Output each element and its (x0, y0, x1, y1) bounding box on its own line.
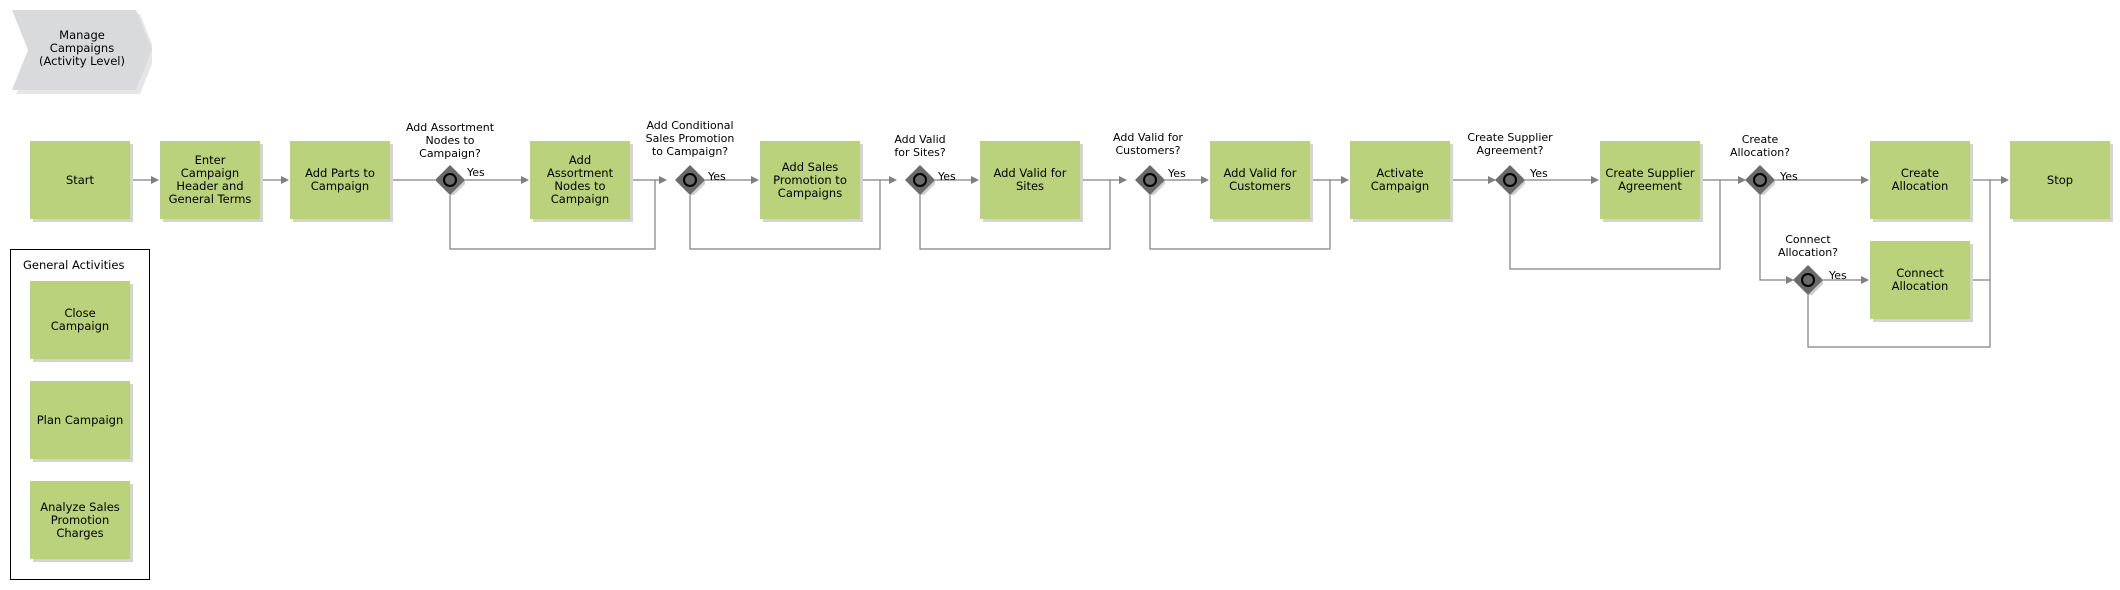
task-label: Campaign (310, 179, 370, 193)
gateway-question-line: Customers? (1115, 144, 1181, 157)
gateway-question-label: Connect Allocation? (1763, 233, 1853, 259)
gateway-diamond-icon[interactable] (905, 165, 935, 195)
gateway-diamond-icon[interactable] (435, 165, 465, 195)
edge-gw4-no (1149, 180, 1331, 250)
task-label: Add Valid for (993, 166, 1067, 180)
gateway-question-line: Agreement? (1476, 144, 1544, 157)
gateway-question-label: Add Valid for Customers? (1098, 131, 1198, 157)
task-add-assortment[interactable]: Add Assortment Nodes to Campaign (530, 141, 630, 219)
gateway-question-line: Nodes to (425, 134, 475, 147)
gateway-diamond-icon[interactable] (1745, 165, 1775, 195)
task-label: Promotion to (773, 172, 847, 187)
gateway-question-line: Add Conditional (646, 119, 734, 132)
task-create-allocation[interactable]: Create Allocation (1870, 141, 1970, 219)
task-connect-allocation[interactable]: Connect Allocation (1870, 241, 1970, 319)
task-analyze-sales-promotion-charges[interactable]: Analyze Sales Promotion Charges (30, 481, 130, 559)
gateway-question-line: Create (1741, 133, 1779, 146)
gateway-diamond-icon[interactable] (1793, 265, 1823, 295)
task-label: Stop (2046, 172, 2074, 187)
yes-label: Yes (1530, 167, 1548, 180)
yes-label: Yes (1780, 170, 1798, 183)
task-label: Add Sales (781, 159, 839, 174)
task-label: Enter Campaign (180, 153, 240, 180)
task-stop[interactable]: Stop (2010, 141, 2110, 219)
gateway-diamond-icon[interactable] (1495, 165, 1525, 195)
task-add-valid-sites[interactable]: Add Valid for Sites (980, 141, 1080, 219)
gateway-question-line: Add Valid (894, 133, 946, 146)
task-label: Add Assortment (546, 153, 614, 180)
process-title-line: Manage (59, 28, 105, 42)
task-label: Nodes to (554, 179, 606, 193)
task-add-valid-customers[interactable]: Add Valid for Customers (1210, 141, 1310, 219)
gateway-question-line: Add Valid for (1113, 131, 1183, 144)
gateway-question-line: to Campaign? (651, 145, 729, 158)
task-activate-campaign[interactable]: Activate Campaign (1350, 141, 1450, 219)
task-label: Campaigns (777, 185, 843, 200)
yes-label: Yes (1168, 167, 1186, 180)
task-add-parts[interactable]: Add Parts to Campaign (290, 141, 390, 219)
task-label: Header and (176, 179, 244, 193)
task-label: Allocation (1891, 279, 1949, 293)
task-label: Promotion (50, 512, 110, 527)
gateway-question-label: Add Conditional Sales Promotion to Campa… (635, 119, 745, 158)
edge-gw2-no (689, 180, 881, 250)
task-label: Add Valid for (1223, 166, 1297, 180)
gateway-question-line: Campaign? (419, 147, 481, 160)
task-label: Customers (1229, 179, 1291, 193)
task-label: Campaign (1370, 179, 1430, 193)
task-label: Connect (1896, 266, 1944, 280)
task-label: Create (1900, 166, 1940, 180)
gateway-question-label: Create Supplier Agreement? (1455, 131, 1565, 157)
gateway-diamond-icon[interactable] (1135, 165, 1165, 195)
edge-gw1-no (449, 180, 656, 250)
process-title-line: Campaigns (49, 41, 115, 55)
gateway-question-label: Add Valid for Sites? (870, 133, 970, 159)
process-title-line: (Activity Level) (39, 54, 125, 68)
task-add-sales-promotion[interactable]: Add Sales Promotion to Campaigns (760, 141, 860, 219)
gateway-question-line: Allocation? (1729, 146, 1791, 159)
task-label: Charges (56, 525, 104, 540)
task-label: Sites (1015, 179, 1045, 193)
edge-gw5-no (1509, 180, 1721, 270)
yes-label: Yes (467, 166, 485, 179)
task-label: Start (65, 172, 95, 187)
task-plan-campaign[interactable]: Plan Campaign (30, 381, 130, 459)
edge-gw3-no (919, 180, 1111, 250)
task-label: General Terms (168, 192, 252, 206)
task-label: Activate (1376, 166, 1424, 180)
gateway-question-label: Create Allocation? (1715, 133, 1805, 159)
task-label: Allocation (1891, 179, 1949, 193)
task-label: Plan Campaign (36, 412, 124, 427)
task-label: Agreement (1618, 179, 1682, 193)
process-title: Manage Campaigns (Activity Level) (32, 29, 132, 68)
gateway-question-line: Add Assortment (405, 121, 495, 134)
gateway-question-line: for Sites? (894, 146, 946, 159)
yes-label: Yes (938, 170, 956, 183)
process-header: Manage Campaigns (Activity Level) (12, 10, 152, 94)
yes-label: Yes (1829, 269, 1847, 282)
gateway-question-line: Allocation? (1777, 246, 1839, 259)
gateway-question-label: Add Assortment Nodes to Campaign? (400, 121, 500, 160)
general-activities-title: General Activities (23, 258, 125, 272)
edge-gw6-no (1759, 195, 1794, 284)
task-close-campaign[interactable]: Close Campaign (30, 281, 130, 359)
task-create-supplier-agreement[interactable]: Create Supplier Agreement (1600, 141, 1700, 219)
task-label: Add Parts to (305, 166, 375, 180)
task-start[interactable]: Start (30, 141, 130, 219)
task-label: Create Supplier (1605, 166, 1695, 180)
gateway-question-line: Create Supplier (1467, 131, 1553, 144)
general-activities-panel: General Activities Close Campaign Plan C… (10, 249, 150, 580)
edge-gw7-no (1807, 180, 1991, 348)
process-chevron-shape (12, 10, 152, 94)
task-label: Close Campaign (50, 306, 110, 333)
task-enter-campaign-header[interactable]: Enter Campaign Header and General Terms (160, 141, 260, 219)
yes-label: Yes (708, 170, 726, 183)
gateway-question-line: Connect (1785, 233, 1831, 246)
task-label: Analyze Sales (40, 499, 120, 514)
gateway-diamond-icon[interactable] (675, 165, 705, 195)
task-label: Campaign (550, 192, 610, 206)
gateway-question-line: Sales Promotion (645, 132, 735, 145)
